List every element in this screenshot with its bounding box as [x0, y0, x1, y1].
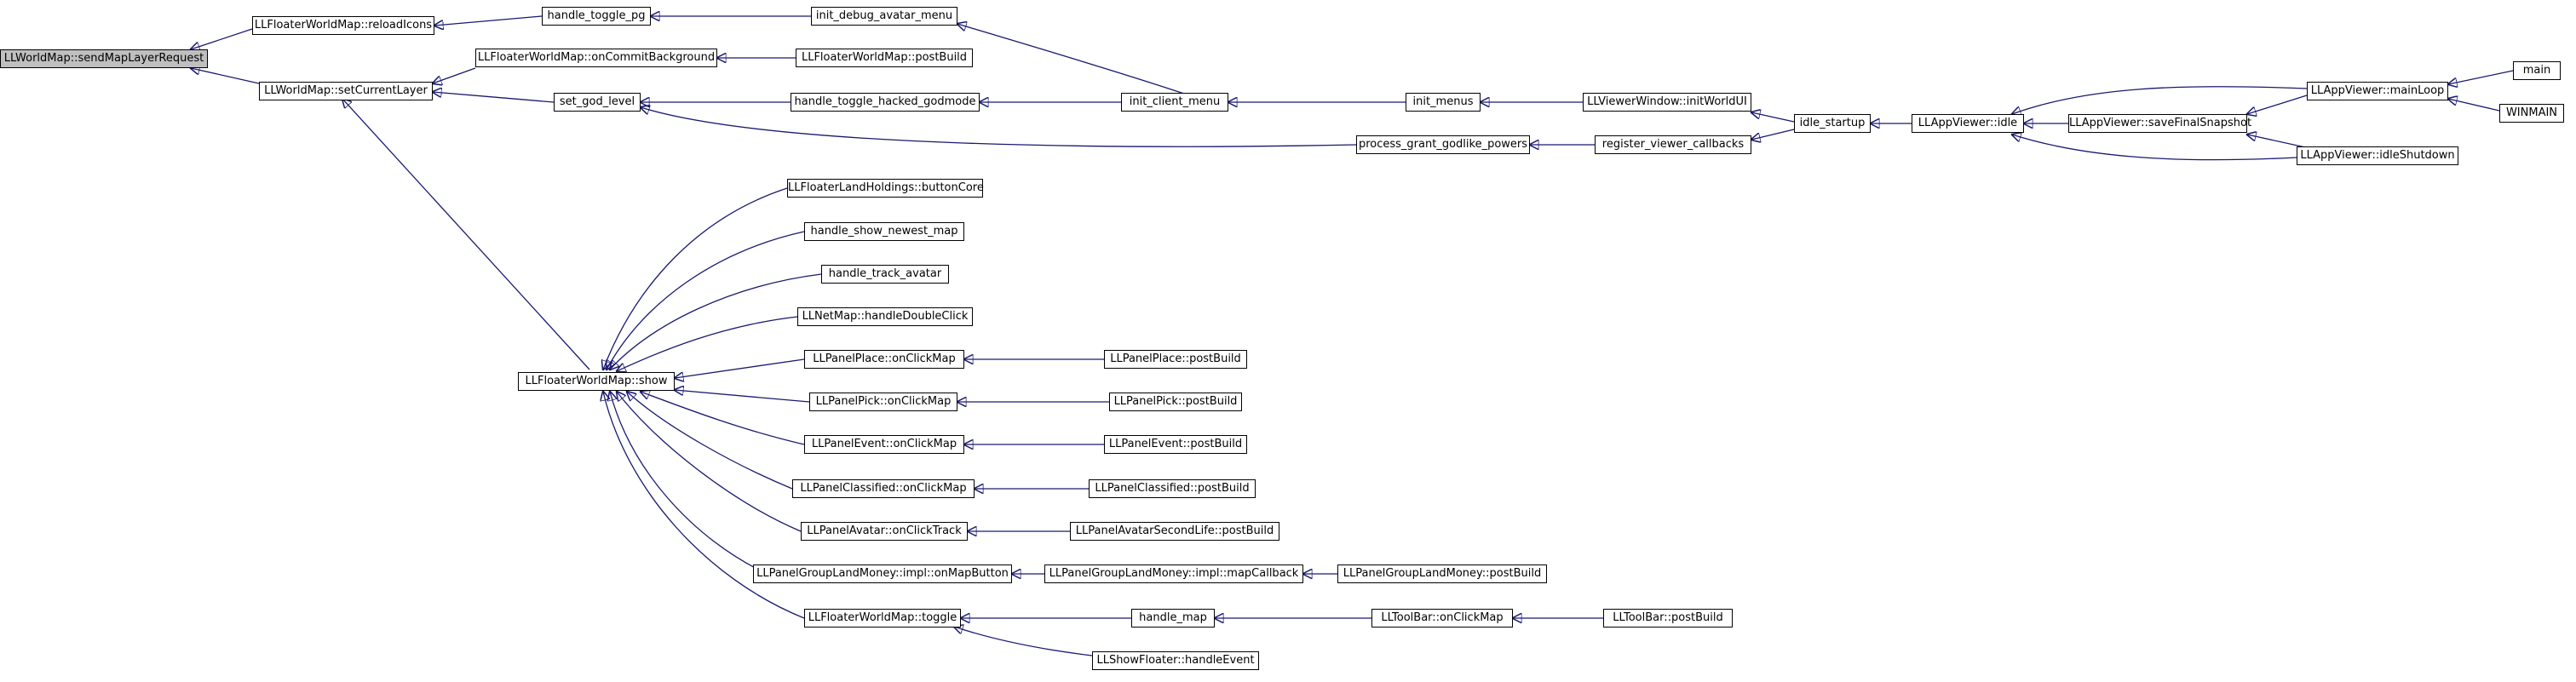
edge-pick_onClickMap-to-show — [675, 390, 810, 403]
node-process_grant_godlike_powers[interactable]: process_grant_godlike_powers — [1356, 135, 1530, 154]
edge-mainLoop-to-appviewer_idle — [2012, 86, 2308, 114]
node-glm_mapCallback[interactable]: LLPanelGroupLandMoney::impl::mapCallback — [1044, 565, 1303, 583]
node-set_god_level[interactable]: set_god_level — [554, 93, 641, 112]
node-mainLoop[interactable]: LLAppViewer::mainLoop — [2307, 82, 2448, 100]
edge-avatar_onClickTrack-to-show — [617, 392, 802, 532]
node-worldmap_show[interactable]: LLFloaterWorldMap::show — [518, 372, 675, 391]
node-idleShutdown[interactable]: LLAppViewer::idleShutdown — [2297, 146, 2458, 165]
node-onCommitBackground[interactable]: LLFloaterWorldMap::onCommitBackground — [475, 49, 717, 67]
node-saveFinalSnapshot[interactable]: LLAppViewer::saveFinalSnapshot — [2068, 114, 2251, 133]
edge-process_grant_godlike_powers-to-set_god_level — [641, 107, 1357, 147]
edge-init_client_menu-to-init_debug_avatar_menu — [957, 24, 1185, 95]
edge-handle_track_avatar-to-show — [610, 273, 822, 370]
edge-event_onClickMap-to-show — [641, 392, 805, 445]
edge-idleShutdown-to-appviewer_idle — [2012, 135, 2297, 161]
node-winmain[interactable]: WINMAIN — [2499, 104, 2564, 123]
node-handle_map[interactable]: handle_map — [1131, 609, 1215, 628]
node-reloadIcons[interactable]: LLFloaterWorldMap::reloadIcons — [252, 16, 434, 35]
node-worldmap_postBuild[interactable]: LLFloaterWorldMap::postBuild — [796, 49, 973, 67]
node-classified_postBuild[interactable]: LLPanelClassified::postBuild — [1089, 479, 1256, 498]
edge-handle_show_newest_map-to-show — [607, 231, 805, 370]
node-handle_show_newest_map[interactable]: handle_show_newest_map — [804, 222, 964, 241]
edge-main-to-mainLoop — [2448, 70, 2514, 84]
node-init_client_menu[interactable]: init_client_menu — [1121, 93, 1228, 112]
edge-buttonCore-to-show — [603, 187, 788, 370]
node-idle_startup[interactable]: idle_startup — [1794, 114, 1871, 133]
edge-setCurrentLayer-to-sendMapLayerRequest — [191, 68, 260, 84]
node-netmap_dblclick[interactable]: LLNetMap::handleDoubleClick — [797, 307, 973, 326]
edge-classified_onClickMap-to-show — [627, 392, 793, 490]
edge-reloadIcons-to-sendMapLayerRequest — [191, 28, 253, 49]
edge-idle_startup-to-initWorldUI — [1751, 112, 1795, 123]
edge-netmap_dblclick-to-show — [617, 316, 798, 371]
node-pick_postBuild[interactable]: LLPanelPick::postBuild — [1109, 393, 1242, 411]
edge-onCommitBackground-to-setCurrentLayer — [433, 67, 476, 83]
node-pick_onClickMap[interactable]: LLPanelPick::onClickMap — [809, 393, 957, 411]
node-toolbar_postBuild[interactable]: LLToolBar::postBuild — [1603, 609, 1733, 628]
node-appviewer_idle[interactable]: LLAppViewer::idle — [1912, 114, 2024, 133]
edge-winmain-to-mainLoop — [2448, 99, 2500, 112]
node-avatar_onClickTrack[interactable]: LLPanelAvatar::onClickTrack — [801, 522, 968, 541]
node-main[interactable]: main — [2513, 61, 2561, 80]
node-place_postBuild[interactable]: LLPanelPlace::postBuild — [1104, 350, 1247, 369]
node-event_onClickMap[interactable]: LLPanelEvent::onClickMap — [804, 435, 964, 454]
node-classified_onClickMap[interactable]: LLPanelClassified::onClickMap — [792, 479, 975, 498]
node-avatarSL_postBuild[interactable]: LLPanelAvatarSecondLife::postBuild — [1070, 522, 1279, 541]
node-toolbar_onClickMap[interactable]: LLToolBar::onClickMap — [1371, 609, 1513, 628]
node-place_onClickMap[interactable]: LLPanelPlace::onClickMap — [804, 350, 964, 369]
node-glm_onMapButton[interactable]: LLPanelGroupLandMoney::impl::onMapButton — [753, 565, 1012, 583]
node-buttonCore[interactable]: LLFloaterLandHoldings::buttonCore — [787, 179, 984, 198]
edge-place_onClickMap-to-show — [675, 358, 805, 378]
node-setCurrentLayer[interactable]: LLWorldMap::setCurrentLayer — [259, 82, 433, 100]
node-showfloater_handleEvent[interactable]: LLShowFloater::handleEvent — [1092, 651, 1259, 670]
node-handle_toggle_hacked_godmode[interactable]: handle_toggle_hacked_godmode — [791, 93, 980, 112]
node-worldmap_toggle[interactable]: LLFloaterWorldMap::toggle — [804, 609, 961, 628]
edge-worldmap_toggle-to-show — [603, 392, 805, 619]
edge-glm_onMapButton-to-show — [610, 392, 768, 575]
node-sendMapLayerRequest[interactable]: LLWorldMap::sendMapLayerRequest — [0, 49, 208, 68]
node-handle_track_avatar[interactable]: handle_track_avatar — [821, 265, 949, 284]
node-init_debug_avatar_menu[interactable]: init_debug_avatar_menu — [811, 7, 957, 26]
edge-handle_toggle_pg-to-reloadIcons — [434, 15, 543, 26]
edge-idle_startup-to-register_viewer_callbacks — [1751, 129, 1795, 140]
edge-mainLoop-to-saveFinalSnapshot — [2247, 95, 2308, 114]
node-handle_toggle_pg[interactable]: handle_toggle_pg — [542, 7, 651, 26]
node-event_postBuild[interactable]: LLPanelEvent::postBuild — [1104, 435, 1247, 454]
edge-showfloater_handleEvent-to-worldmap_toggle — [954, 627, 1093, 656]
node-init_menus[interactable]: init_menus — [1406, 93, 1481, 112]
node-initWorldUI[interactable]: LLViewerWindow::initWorldUI — [1583, 93, 1751, 112]
node-glm_postBuild[interactable]: LLPanelGroupLandMoney::postBuild — [1337, 565, 1547, 583]
edge-show-to-setCurrentLayer — [342, 99, 590, 370]
node-register_viewer_callbacks[interactable]: register_viewer_callbacks — [1595, 135, 1751, 154]
edge-set_god_level-to-setCurrentLayer — [433, 92, 555, 103]
